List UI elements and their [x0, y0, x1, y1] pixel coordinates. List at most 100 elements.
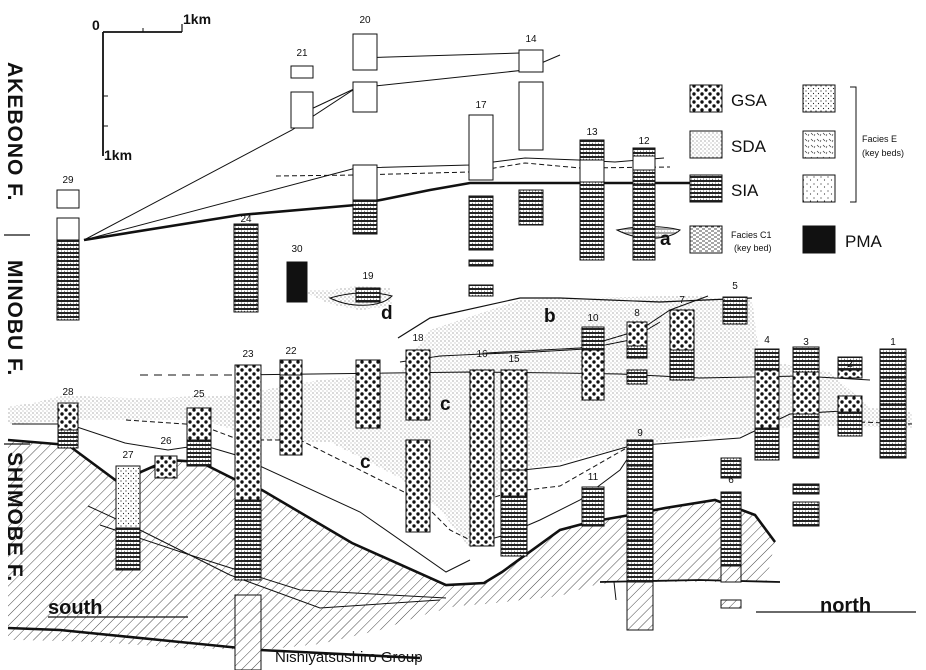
- legend-swatch-facies-e1: [802, 84, 836, 113]
- column-label-23: 23: [242, 349, 254, 360]
- column-23-bed: [234, 499, 262, 581]
- legend-bracket: [850, 86, 857, 203]
- column-23-bed: [234, 364, 262, 501]
- column-19: [355, 287, 381, 429]
- column-25: [186, 407, 212, 467]
- column-12-bed: [632, 155, 656, 171]
- column-17-bed: [468, 284, 494, 297]
- column-15-bed: [500, 469, 528, 497]
- column-20-bed: [352, 33, 378, 71]
- column-label-16: 16: [476, 349, 488, 360]
- column-label-28: 28: [62, 387, 74, 398]
- column-label-4: 4: [764, 335, 770, 346]
- column-9-bed: [626, 465, 654, 541]
- column-13-bed: [579, 159, 605, 183]
- column-10: [581, 326, 605, 401]
- column-27: [115, 465, 141, 571]
- column-12-bed: [632, 183, 656, 261]
- column-label-21: 21: [296, 48, 308, 59]
- formation-shimobe: SHIMOBE F.: [3, 452, 26, 582]
- column-label-5: 5: [732, 281, 738, 292]
- column-3-bed: [792, 433, 820, 459]
- legend-swatch-facies-e3: [802, 174, 836, 203]
- column-14-bed: [518, 49, 544, 73]
- column-9-bed: [626, 439, 654, 467]
- column-9-bed: [626, 539, 654, 583]
- region-label-north: north: [820, 595, 871, 617]
- unit-label-c-upper: c: [440, 394, 451, 415]
- column-17-bed: [468, 259, 494, 267]
- column-6: [720, 457, 742, 609]
- column-2-bed: [837, 369, 863, 379]
- column-21: [290, 65, 314, 129]
- column-label-10: 10: [587, 313, 599, 324]
- column-12-bed: [632, 147, 656, 157]
- column-3-bed: [792, 413, 820, 435]
- column-label-3: 3: [803, 337, 809, 348]
- column-1-bed: [879, 403, 907, 421]
- column-label-8: 8: [634, 308, 640, 319]
- column-28-bed: [57, 402, 79, 431]
- scale-bar: [102, 24, 183, 156]
- column-3-bed: [792, 483, 820, 495]
- column-17-bed: [468, 195, 494, 251]
- column-3-bed: [792, 346, 820, 373]
- column-26: [154, 455, 178, 479]
- column-1-bed: [879, 419, 907, 459]
- column-14-bed: [518, 189, 544, 226]
- column-label-14: 14: [525, 34, 537, 45]
- column-1-bed: [879, 377, 907, 405]
- legend-label-sia: SIA: [731, 181, 759, 200]
- column-label-27: 27: [122, 450, 134, 461]
- column-29-bed: [56, 189, 80, 209]
- column-24: [233, 223, 259, 313]
- column-13-bed: [579, 181, 605, 261]
- column-9: [626, 439, 654, 631]
- column-21-bed: [290, 65, 314, 79]
- unit-label-c-lower: c: [360, 452, 371, 473]
- column-24-bed: [233, 223, 259, 301]
- column-9-bed: [626, 581, 654, 631]
- column-16-bed: [469, 369, 495, 547]
- column-18-bed: [405, 439, 431, 533]
- column-label-20: 20: [359, 15, 371, 26]
- column-3-bed: [792, 371, 820, 415]
- legend-swatch-facies-c1: [689, 225, 723, 254]
- legend-swatch-facies-e2: [802, 130, 836, 159]
- column-4-bed: [754, 427, 780, 461]
- column-28-bed: [57, 429, 79, 449]
- formation-labels: AKEBONO F. MINOBU F. SHIMOBE F.: [3, 62, 30, 582]
- scale-origin-label: 0: [92, 17, 100, 33]
- region-label-south: south: [48, 597, 102, 619]
- column-label-24: 24: [240, 214, 252, 225]
- column-22-bed: [279, 374, 303, 456]
- column-13: [579, 139, 605, 261]
- unit-label-a: a: [660, 229, 671, 250]
- column-7: [669, 309, 695, 381]
- column-8-bed: [626, 369, 648, 385]
- column-23: [234, 364, 262, 670]
- legend-swatch-sda: [689, 130, 723, 159]
- legend: GSA SDA SIA Facies C1 (key bed) Facies E…: [689, 84, 904, 254]
- column-2: [837, 356, 863, 437]
- column-8-bed: [626, 345, 648, 359]
- column-17: [468, 114, 494, 297]
- column-22-bed: [279, 359, 303, 376]
- legend-label-facies-e: Facies E: [862, 134, 897, 144]
- column-label-25: 25: [193, 389, 205, 400]
- column-label-2: 2: [847, 359, 853, 370]
- column-numbers: 1234567891011121314151617181920212223242…: [62, 15, 896, 486]
- column-3: [792, 346, 820, 527]
- column-12: [632, 147, 656, 261]
- column-4-bed: [754, 369, 780, 429]
- legend-swatch-pma: [802, 225, 836, 254]
- column-18: [405, 349, 431, 533]
- column-3-bed: [792, 501, 820, 527]
- column-16: [469, 369, 495, 547]
- column-19-bed: [355, 359, 381, 429]
- column-label-1: 1: [890, 337, 896, 348]
- basement-label: Nishiyatsushiro Group: [275, 649, 423, 666]
- column-label-22: 22: [285, 346, 297, 357]
- column-5: [722, 296, 748, 325]
- column-20-bed: [352, 164, 378, 201]
